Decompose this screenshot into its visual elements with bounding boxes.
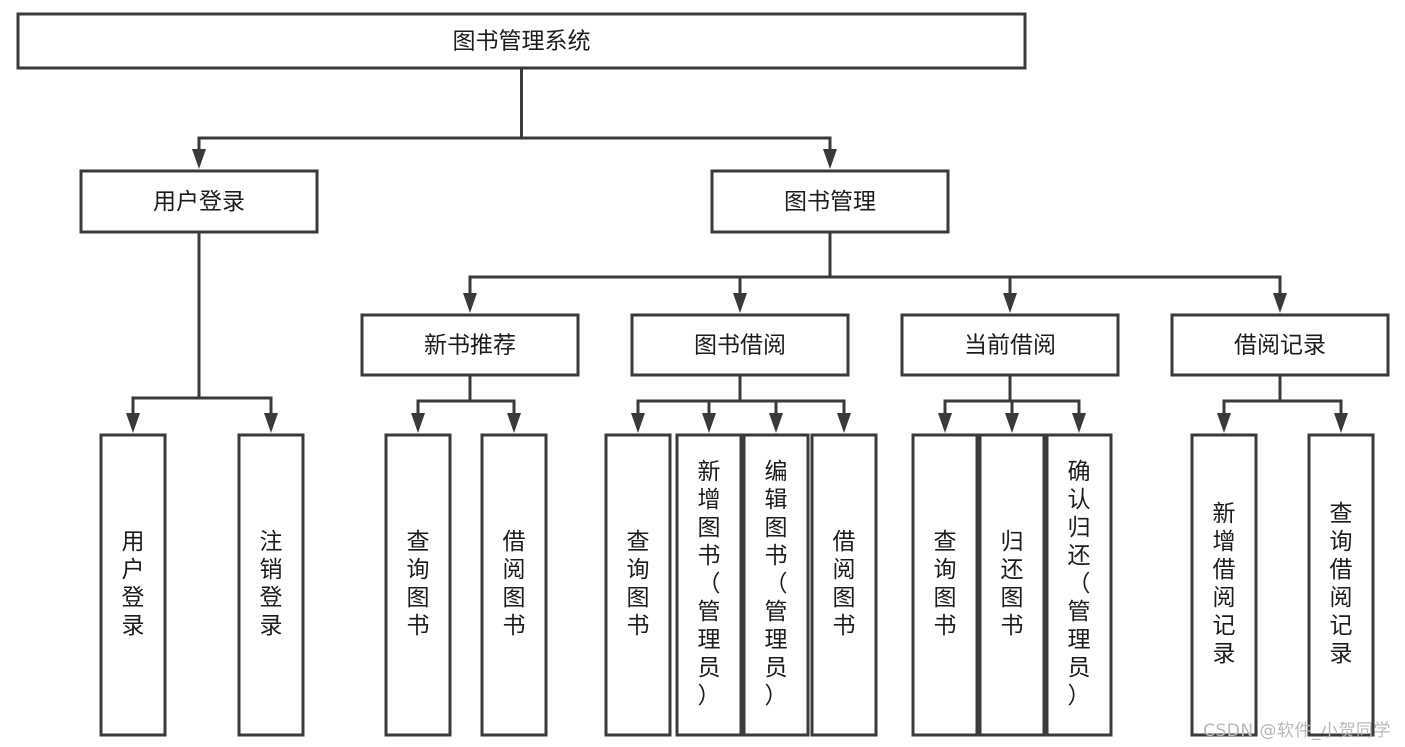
arrow-head-icon [126,413,140,433]
node-leaf-logout[interactable]: 注销登录 [237,433,305,737]
arrow-head-icon [1273,293,1287,313]
node-box[interactable] [604,433,672,737]
node-box[interactable] [675,433,743,737]
node-root[interactable]: 图书管理系统 [16,12,1027,70]
node-leaf-borrow-book-1[interactable]: 借阅图书 [480,433,548,737]
node-label: 查询图书 [407,529,430,639]
node-box[interactable] [810,433,878,737]
node-label: 图书借阅 [694,333,786,359]
node-leaf-query-book-2[interactable]: 查询图书 [604,433,672,737]
node-current-borrow[interactable]: 当前借阅 [900,313,1120,377]
node-label: 借阅记录 [1234,333,1326,359]
node-box[interactable] [911,433,979,737]
node-new-book-recommend[interactable]: 新书推荐 [360,313,580,377]
node-leaf-return-book[interactable]: 归还图书 [978,433,1046,737]
node-label: 查询图书 [627,529,650,639]
node-label: 新增图书（管理员） [698,459,721,709]
node-box[interactable] [237,433,305,737]
node-leaf-confirm-return[interactable]: 确认归还（管理员） [1045,433,1113,737]
arrow-head-icon [411,413,425,433]
node-label: 新书推荐 [424,333,516,359]
node-label: 注销登录 [260,529,283,639]
node-label: 借阅图书 [833,529,856,639]
arrow-head-icon [1005,413,1019,433]
arrow-head-icon [192,149,206,169]
node-box[interactable] [900,313,1120,377]
node-label: 查询借阅记录 [1330,501,1353,667]
node-leaf-user-login[interactable]: 用户登录 [99,433,167,737]
node-box[interactable] [710,169,950,234]
node-label: 编辑图书（管理员） [765,459,788,709]
node-label: 用户登录 [153,189,245,215]
node-label: 查询图书 [934,529,957,639]
node-box[interactable] [978,433,1046,737]
node-box[interactable] [1045,433,1113,737]
arrow-head-icon [769,413,783,433]
node-leaf-borrow-book-2[interactable]: 借阅图书 [810,433,878,737]
node-leaf-edit-book[interactable]: 编辑图书（管理员） [742,433,810,737]
arrow-head-icon [1003,293,1017,313]
node-leaf-query-book-1[interactable]: 查询图书 [384,433,452,737]
node-label: 借阅图书 [503,529,526,639]
node-label: 用户登录 [122,529,145,639]
node-leaf-add-record[interactable]: 新增借阅记录 [1190,433,1258,737]
node-leaf-query-book-3[interactable]: 查询图书 [911,433,979,737]
node-box[interactable] [742,433,810,737]
node-box[interactable] [16,12,1027,70]
node-box[interactable] [1307,433,1375,737]
arrow-head-icon [1334,413,1348,433]
node-leaf-query-record[interactable]: 查询借阅记录 [1307,433,1375,737]
node-book-manage[interactable]: 图书管理 [710,169,950,234]
arrow-head-icon [702,413,716,433]
node-label: 归还图书 [1001,529,1024,639]
node-box[interactable] [630,313,850,377]
node-box[interactable] [1190,433,1258,737]
node-book-borrow[interactable]: 图书借阅 [630,313,850,377]
arrow-head-icon [733,293,747,313]
node-label: 确认归还（管理员） [1068,459,1091,709]
nodes-layer: 图书管理系统用户登录图书管理新书推荐图书借阅当前借阅借阅记录用户登录注销登录查询… [16,12,1390,737]
arrow-head-icon [507,413,521,433]
node-box[interactable] [79,169,319,234]
node-box[interactable] [480,433,548,737]
connectors-layer [126,66,1348,433]
node-label: 新增借阅记录 [1213,501,1236,667]
node-borrow-record[interactable]: 借阅记录 [1170,313,1390,377]
node-leaf-add-book[interactable]: 新增图书（管理员） [675,433,743,737]
arrow-head-icon [823,149,837,169]
arrow-head-icon [837,413,851,433]
arrow-head-icon [463,293,477,313]
arrow-head-icon [631,413,645,433]
node-label: 当前借阅 [964,333,1056,359]
node-box[interactable] [99,433,167,737]
node-user-login[interactable]: 用户登录 [79,169,319,234]
node-box[interactable] [360,313,580,377]
node-label: 图书管理 [784,189,876,215]
arrow-head-icon [1217,413,1231,433]
node-label: 图书管理系统 [453,29,591,55]
node-box[interactable] [1170,313,1390,377]
arrow-head-icon [1072,413,1086,433]
node-box[interactable] [384,433,452,737]
arrow-head-icon [264,413,278,433]
arrow-head-icon [938,413,952,433]
